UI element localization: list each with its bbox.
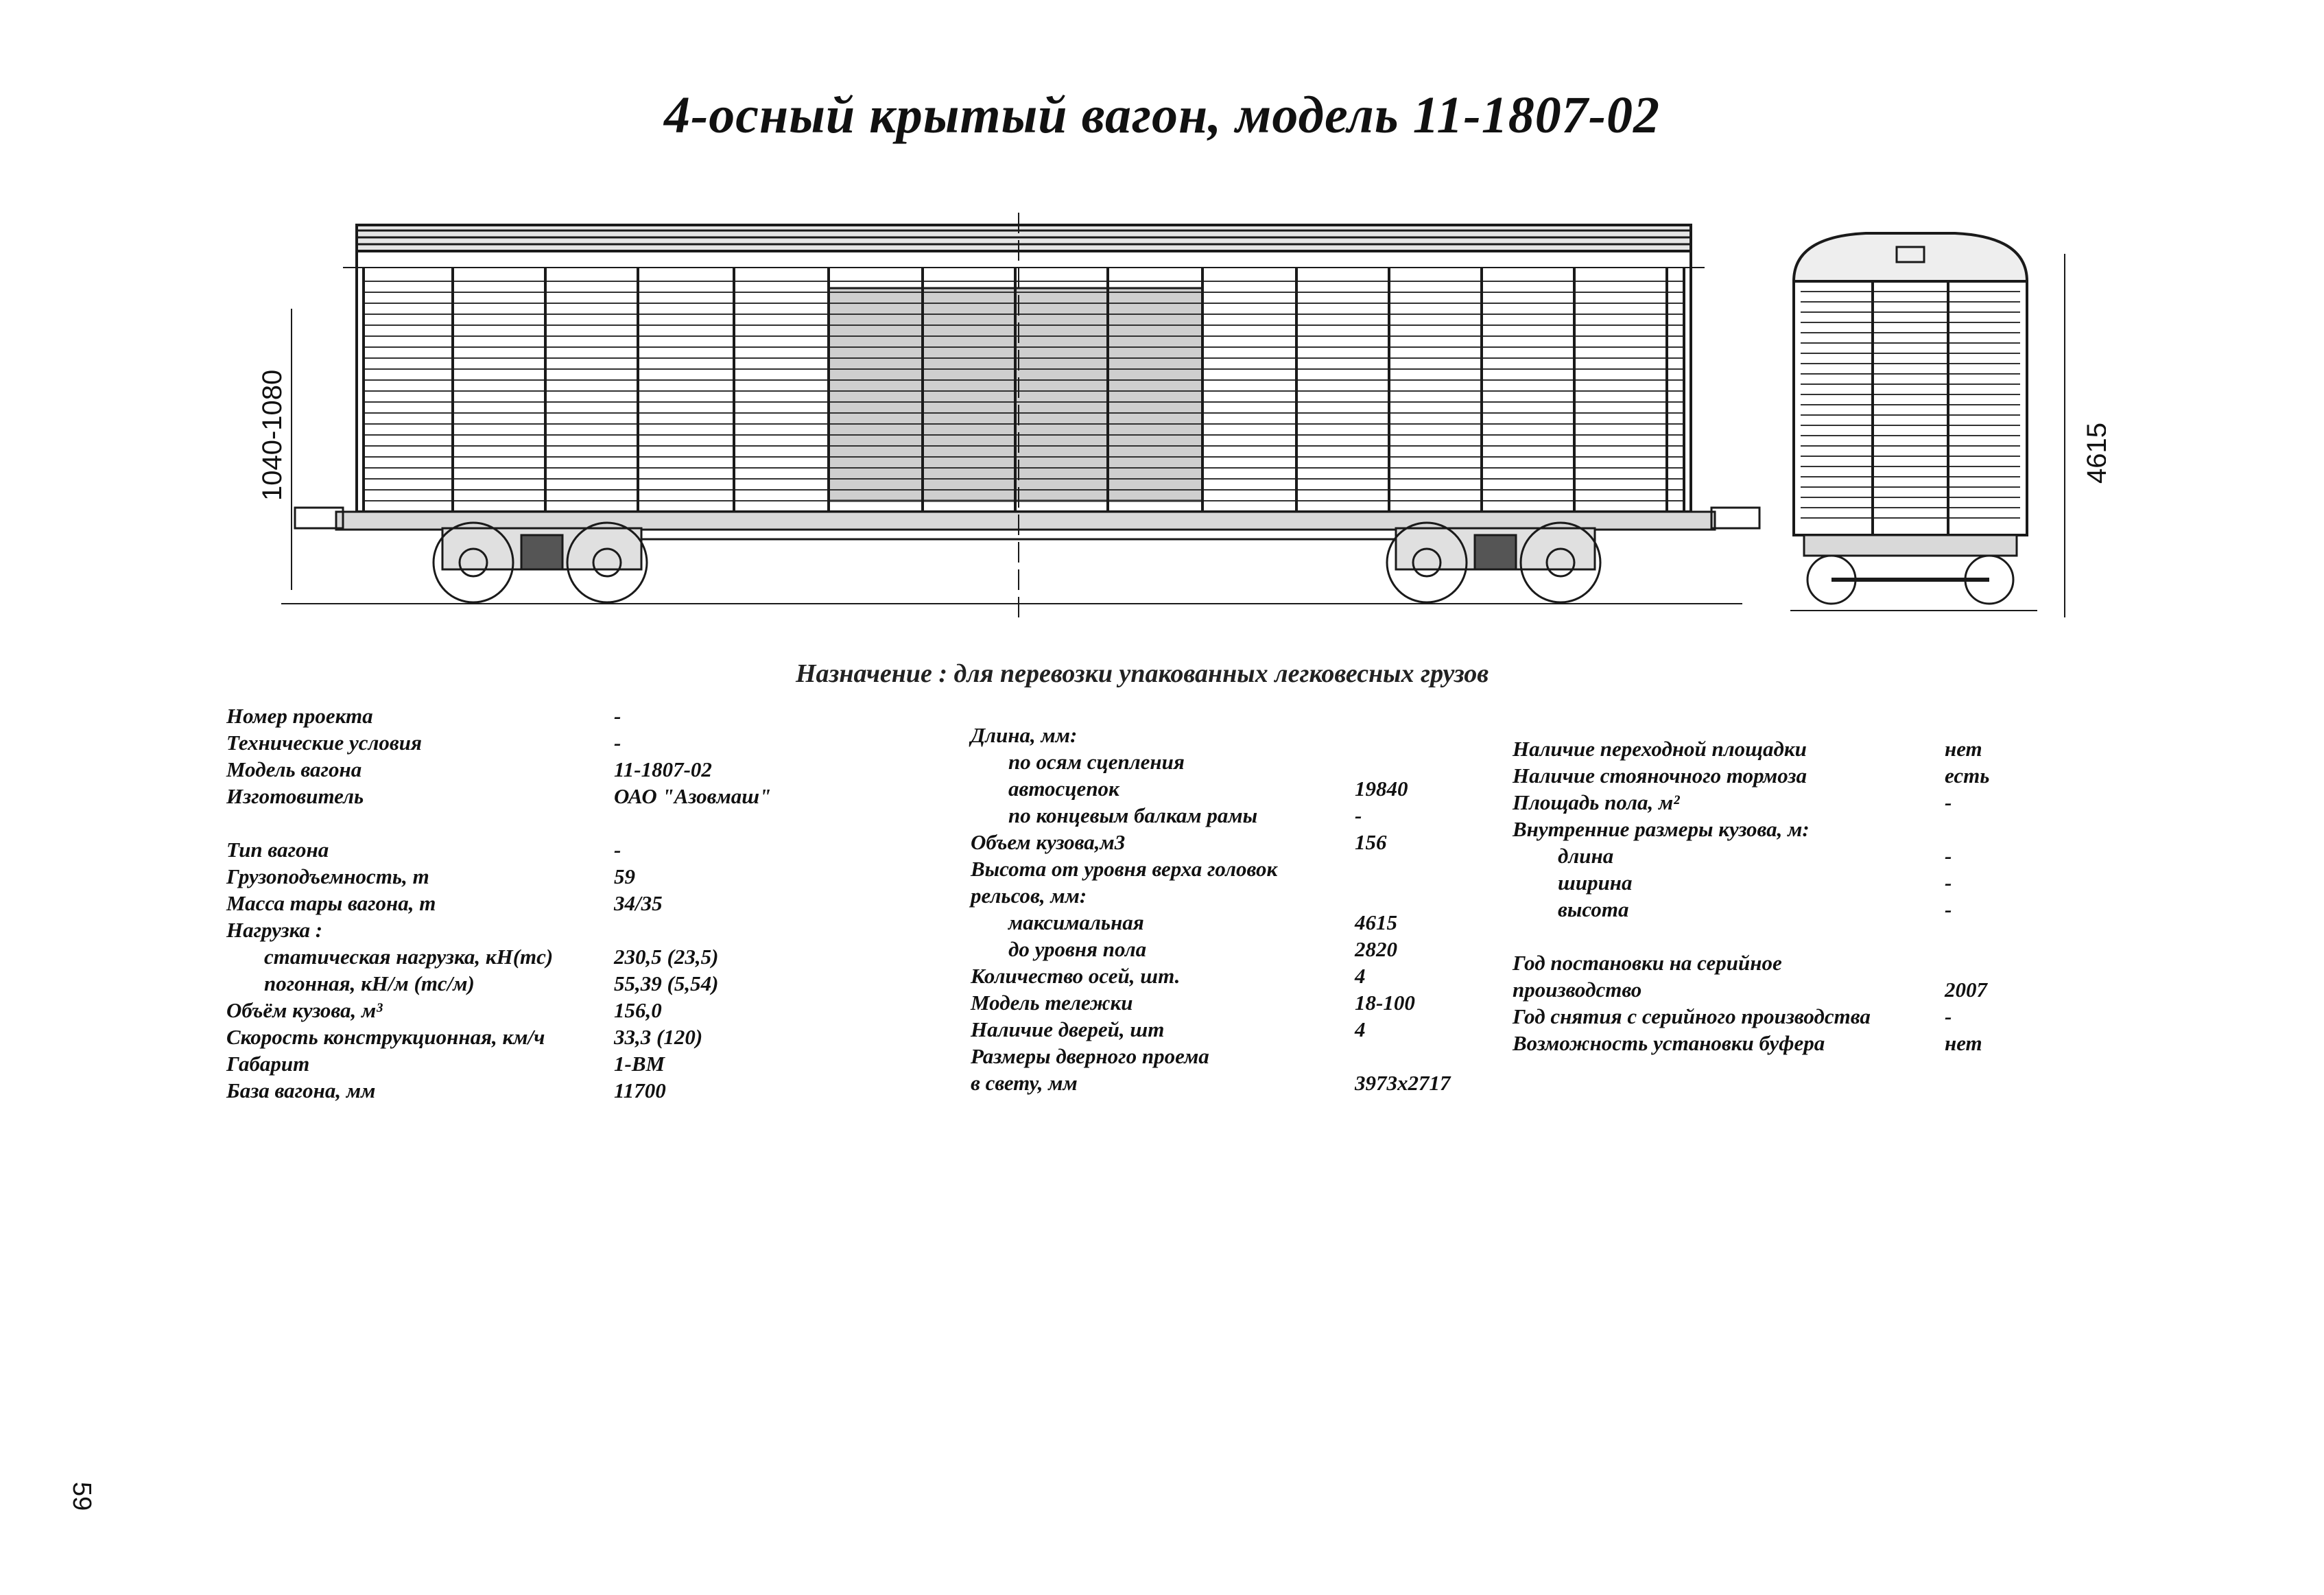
spec-label: Длина, мм: bbox=[971, 723, 1078, 747]
spec-value: 2007 bbox=[1945, 978, 1987, 1002]
spec-label: Номер проекта bbox=[226, 704, 373, 728]
spec-label: Скорость конструкционная, км/ч bbox=[226, 1025, 545, 1049]
spec-value: 3973x2717 bbox=[1355, 1071, 1451, 1095]
spec-label: Модель тележки bbox=[971, 991, 1133, 1015]
spec-label: Наличие переходной площадки bbox=[1513, 737, 1807, 761]
spec-label: высота bbox=[1558, 897, 1629, 921]
spec-value: - bbox=[1945, 844, 1952, 868]
spec-value: 4 bbox=[1355, 1017, 1366, 1041]
spec-value: 59 bbox=[614, 864, 635, 888]
spec-label: Возможность установки буфера bbox=[1513, 1031, 1825, 1055]
spec-label: ширина bbox=[1558, 871, 1633, 895]
spec-value: 1-ВМ bbox=[614, 1052, 665, 1076]
spec-label: Грузоподъемность, т bbox=[226, 864, 429, 888]
spec-value: 19840 bbox=[1355, 777, 1408, 801]
spec-value: нет bbox=[1945, 737, 1982, 761]
spec-value: 11-1807-02 bbox=[614, 757, 712, 781]
spec-value: - bbox=[1945, 790, 1952, 814]
spec-value: - bbox=[614, 838, 621, 862]
spec-label: Объём кузова, м³ bbox=[226, 998, 383, 1022]
spec-label: максимальная bbox=[1008, 910, 1144, 934]
spec-label: Габарит bbox=[226, 1052, 310, 1076]
page-title: 4-осный крытый вагон, модель 11-1807-02 bbox=[663, 86, 1661, 144]
spec-label: Нагрузка : bbox=[226, 918, 323, 942]
spec-label: Тип вагона bbox=[226, 838, 329, 862]
bogie-left bbox=[432, 521, 648, 604]
spec-value: 4615 bbox=[1355, 910, 1397, 934]
underframe bbox=[335, 510, 1716, 531]
spec-label: Количество осей, шт. bbox=[971, 964, 1181, 988]
spec-label: Размеры дверного проема bbox=[971, 1044, 1209, 1068]
spec-label: Масса тары вагона, т bbox=[226, 891, 436, 915]
spec-value: - bbox=[1945, 1004, 1952, 1028]
spec-label: Год снятия с серийного производства bbox=[1513, 1004, 1871, 1028]
spec-label: Объем кузова,м3 bbox=[971, 830, 1126, 854]
spec-label: до уровня пола bbox=[1008, 937, 1147, 961]
spec-value: 11700 bbox=[614, 1078, 666, 1102]
spec-value: 55,39 (5,54) bbox=[614, 971, 719, 995]
spec-label: Внутренние размеры кузова, м: bbox=[1513, 817, 1810, 841]
page-number: 59 bbox=[67, 1482, 96, 1511]
spec-value: - bbox=[1355, 803, 1362, 827]
dimension-right-label: 4615 bbox=[2082, 423, 2106, 484]
spec-value: - bbox=[1945, 897, 1952, 921]
spec-value: 230,5 (23,5) bbox=[614, 945, 719, 969]
spec-value: 2820 bbox=[1355, 937, 1397, 961]
spec-label: длина bbox=[1558, 844, 1614, 868]
spec-label: Наличие дверей, шт bbox=[971, 1017, 1165, 1041]
spec-label: Наличие стояночного тормоза bbox=[1513, 764, 1807, 788]
spec-label: производство bbox=[1513, 978, 1642, 1002]
spec-label: Изготовитель bbox=[226, 784, 364, 808]
spec-value: 156,0 bbox=[614, 998, 662, 1022]
spec-value: нет bbox=[1945, 1031, 1982, 1055]
spec-label: База вагона, мм bbox=[226, 1078, 376, 1102]
spec-label: Площадь пола, м² bbox=[1513, 790, 1680, 814]
spec-value: 18-100 bbox=[1355, 991, 1415, 1015]
coupler-right bbox=[1710, 506, 1761, 530]
spec-label: статическая нагрузка, кН(тс) bbox=[264, 945, 554, 969]
spec-value: - bbox=[614, 704, 621, 728]
spec-value: 156 bbox=[1355, 830, 1387, 854]
spec-value: 33,3 (120) bbox=[614, 1025, 703, 1049]
spec-value: есть bbox=[1945, 764, 1990, 788]
dimension-left-label: 1040-1080 bbox=[257, 370, 287, 501]
spec-value: - bbox=[1945, 871, 1952, 895]
spec-label: Технические условия bbox=[226, 731, 422, 755]
spec-label: погонная, кН/м (тс/м) bbox=[264, 971, 475, 995]
coupler-left bbox=[294, 506, 344, 530]
spec-value: ОАО "Азовмаш" bbox=[614, 784, 772, 808]
spec-label: по осям сцепления bbox=[1008, 750, 1185, 774]
spec-label: Высота от уровня верха головок bbox=[971, 857, 1278, 881]
bogie-right bbox=[1386, 521, 1602, 604]
spec-value: 34/35 bbox=[614, 891, 663, 915]
spec-value: - bbox=[614, 731, 621, 755]
spec-label: Модель вагона bbox=[226, 757, 362, 781]
spec-label: в свету, мм bbox=[971, 1071, 1078, 1095]
wagon-drawing: 1040-1080 4615 bbox=[257, 213, 2106, 617]
spec-label: по концевым балкам рамы bbox=[1008, 803, 1258, 827]
purpose-line: Назначение : для перевозки упакованных л… bbox=[796, 659, 1489, 688]
spec-label: рельсов, мм: bbox=[971, 884, 1087, 908]
spec-label: Год постановки на серийное bbox=[1513, 951, 1782, 975]
spec-value: 4 bbox=[1355, 964, 1366, 988]
spec-label: автосцепок bbox=[1008, 777, 1119, 801]
